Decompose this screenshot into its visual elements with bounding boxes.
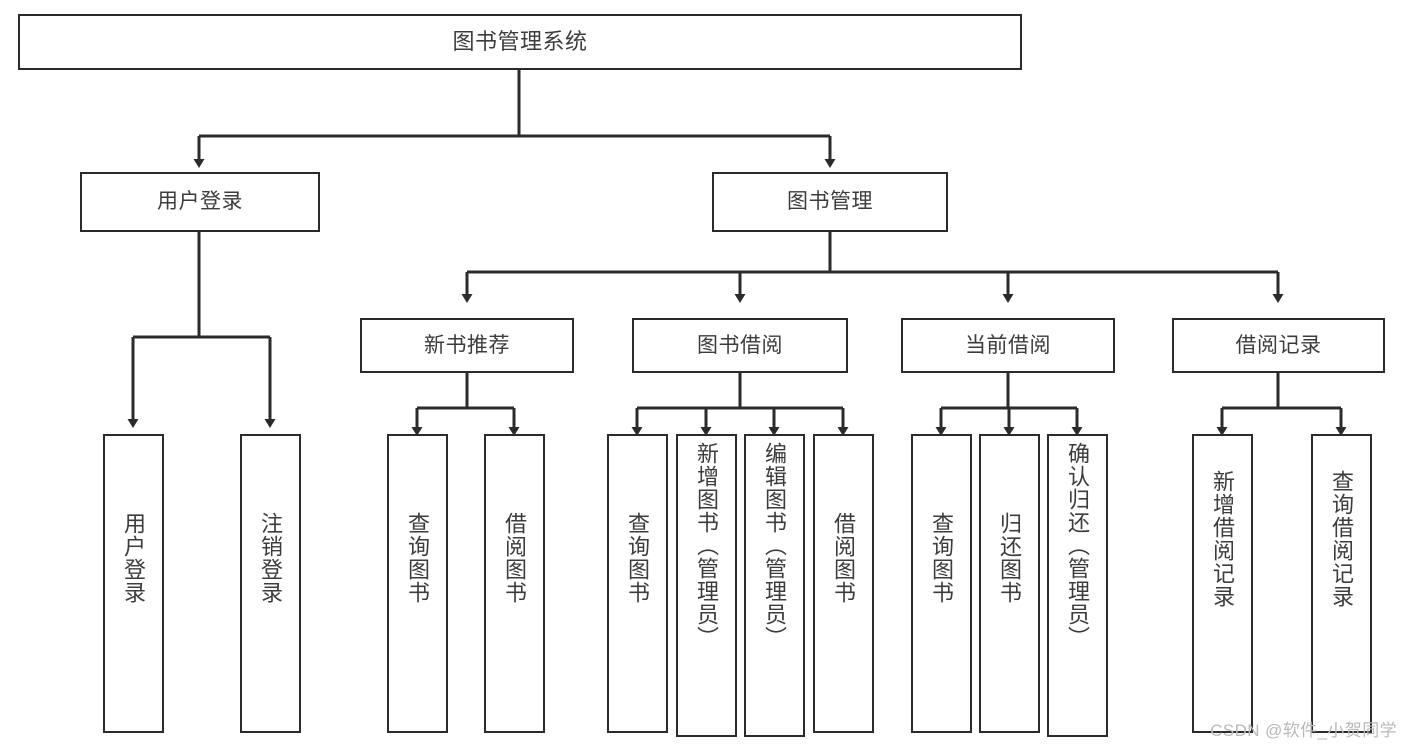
node-label: 确认归还（管理员）: [1065, 442, 1091, 649]
node-label: 查询图书: [405, 512, 431, 604]
leaf-add-borrow-record[interactable]: 新增借阅记录: [1192, 434, 1253, 733]
leaf-edit-book-admin[interactable]: 编辑图书（管理员）: [744, 434, 805, 737]
node-label: 查询图书: [625, 512, 651, 604]
node-label: 借阅记录: [1235, 333, 1322, 357]
leaf-borrow-book[interactable]: 借阅图书: [813, 434, 874, 733]
node-label: 用户登录: [157, 190, 243, 214]
node-label: 新书推荐: [424, 333, 510, 357]
node-label: 注销登录: [258, 512, 284, 604]
node-label: 用户登录: [121, 512, 147, 604]
node-label: 图书管理系统: [452, 28, 588, 54]
leaf-query-book-borrow[interactable]: 查询图书: [607, 434, 668, 733]
leaf-query-borrow-record[interactable]: 查询借阅记录: [1311, 434, 1372, 733]
leaf-logout[interactable]: 注销登录: [240, 434, 301, 733]
node-root-system[interactable]: 图书管理系统: [18, 14, 1022, 70]
node-label: 查询借阅记录: [1329, 470, 1355, 608]
node-book-borrow[interactable]: 图书借阅: [632, 318, 848, 373]
node-borrow-record[interactable]: 借阅记录: [1172, 318, 1385, 373]
node-label: 借阅图书: [831, 512, 857, 604]
node-user-login[interactable]: 用户登录: [80, 172, 320, 232]
node-label: 查询图书: [929, 512, 955, 604]
leaf-query-book-current[interactable]: 查询图书: [911, 434, 972, 733]
leaf-borrow-book-recommend[interactable]: 借阅图书: [484, 434, 545, 733]
watermark-text: CSDN @软件_小贺同学: [1210, 721, 1397, 740]
node-label: 图书管理: [787, 190, 873, 214]
node-label: 当前借阅: [965, 333, 1051, 357]
node-label: 归还图书: [997, 512, 1023, 604]
node-current-borrow[interactable]: 当前借阅: [901, 318, 1115, 373]
node-label: 编辑图书（管理员）: [762, 442, 788, 649]
leaf-user-login[interactable]: 用户登录: [103, 434, 164, 733]
node-new-book-recommend[interactable]: 新书推荐: [360, 318, 574, 373]
node-book-management[interactable]: 图书管理: [712, 172, 948, 232]
node-label: 借阅图书: [502, 512, 528, 604]
leaf-return-book[interactable]: 归还图书: [979, 434, 1040, 733]
node-label: 新增借阅记录: [1210, 470, 1236, 608]
leaf-confirm-return-admin[interactable]: 确认归还（管理员）: [1047, 434, 1108, 737]
node-label: 图书借阅: [697, 333, 783, 357]
leaf-add-book-admin[interactable]: 新增图书（管理员）: [676, 434, 737, 737]
node-label: 新增图书（管理员）: [694, 442, 720, 649]
leaf-query-book-recommend[interactable]: 查询图书: [387, 434, 448, 733]
